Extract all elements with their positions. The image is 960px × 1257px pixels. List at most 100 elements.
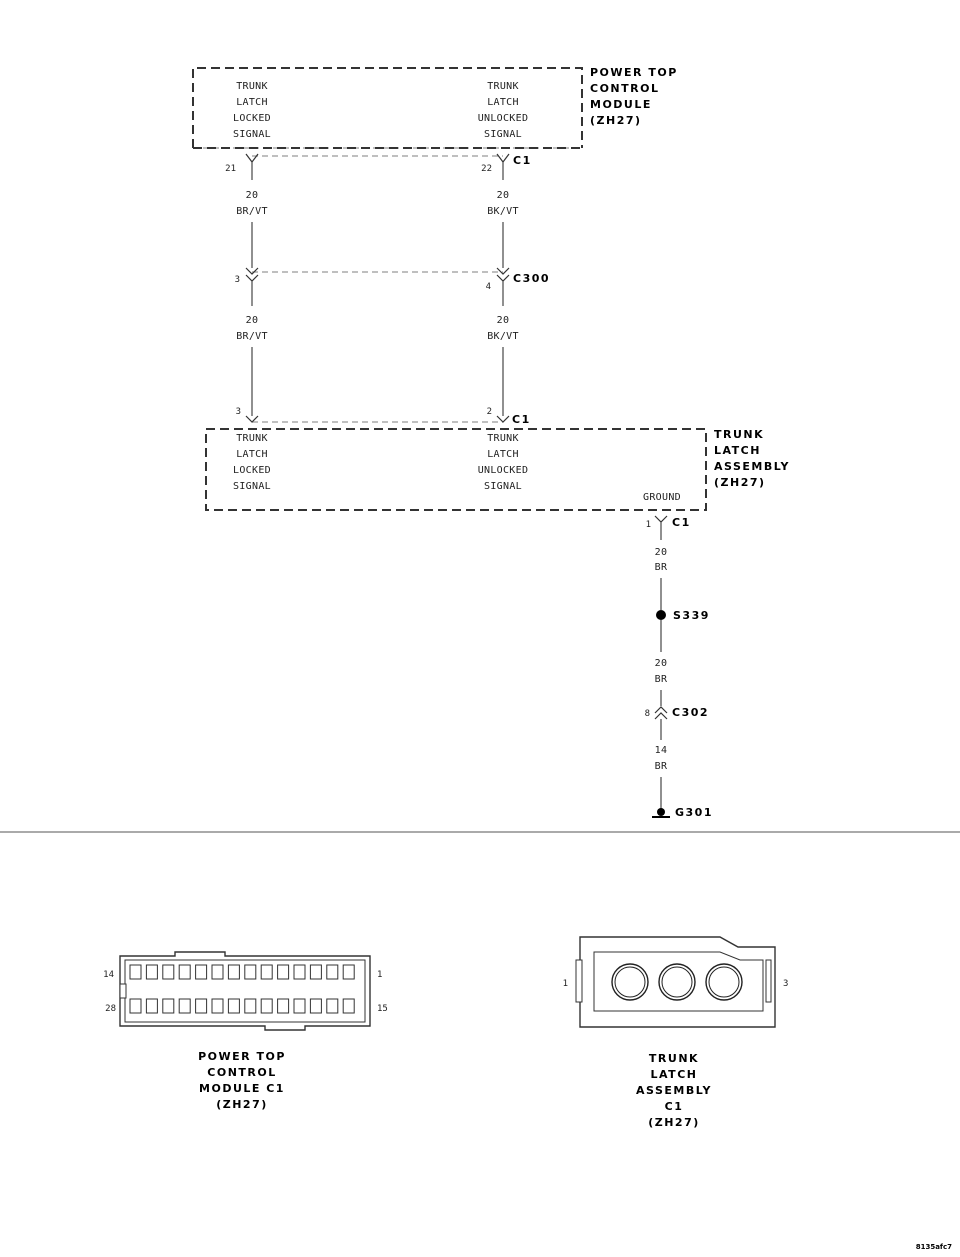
latch-c1-cavity-2 bbox=[658, 963, 696, 1001]
s339-label: S339 bbox=[673, 609, 710, 622]
ptcm-cavity bbox=[293, 998, 306, 1014]
latch-name: TRUNK LATCH ASSEMBLY (ZH27) bbox=[714, 428, 790, 489]
svg-text:CONTROL: CONTROL bbox=[207, 1066, 276, 1079]
wire-left-color-2: BR/VT bbox=[236, 331, 268, 342]
latch-ground-pin: 1 bbox=[646, 520, 651, 530]
ptcm-pin-14: 14 bbox=[103, 970, 114, 980]
svg-text:LATCH: LATCH bbox=[487, 97, 519, 108]
ptcm-cavity bbox=[342, 964, 355, 980]
svg-text:TRUNK: TRUNK bbox=[236, 81, 268, 92]
ptcm-cavity bbox=[293, 964, 306, 980]
c302-pin: 8 bbox=[645, 709, 650, 719]
ptcm-cavity bbox=[227, 998, 240, 1014]
ptcm-cavity bbox=[195, 964, 208, 980]
ptcm-cavity bbox=[260, 964, 273, 980]
svg-text:(ZH27): (ZH27) bbox=[648, 1116, 700, 1129]
svg-text:SIGNAL: SIGNAL bbox=[233, 129, 271, 140]
ptcm-cavity bbox=[129, 964, 142, 980]
wire-right-gauge-1: 20 bbox=[497, 190, 510, 201]
module-c1-pin-right-symbol bbox=[496, 153, 510, 163]
latch-c1-pin-left: 3 bbox=[236, 407, 241, 417]
wire-right-color-1: BK/VT bbox=[487, 206, 519, 217]
ptcm-cavity bbox=[342, 998, 355, 1014]
ptcm-cavity bbox=[129, 998, 142, 1014]
svg-text:MODULE: MODULE bbox=[590, 98, 652, 111]
ptcm-cavity bbox=[309, 964, 322, 980]
latch-box bbox=[205, 428, 707, 511]
svg-text:SIGNAL: SIGNAL bbox=[484, 129, 522, 140]
latch-c1-pin-left-symbol bbox=[245, 415, 259, 423]
ptcm-cavity bbox=[309, 998, 322, 1014]
ground-gauge-2: 20 bbox=[655, 658, 668, 669]
latch-ground-c1-label: C1 bbox=[672, 516, 691, 529]
svg-text:LOCKED: LOCKED bbox=[233, 113, 271, 124]
svg-text:UNLOCKED: UNLOCKED bbox=[478, 113, 529, 124]
ptcm-pin-15: 15 bbox=[377, 1004, 388, 1014]
latch-c1-connector-face bbox=[575, 936, 776, 1028]
svg-text:TRUNK: TRUNK bbox=[649, 1052, 699, 1065]
c300-pin-right: 4 bbox=[486, 282, 491, 292]
g301-ground-dot bbox=[657, 808, 665, 816]
ptcm-cavity bbox=[145, 998, 158, 1014]
c302-label: C302 bbox=[672, 706, 709, 719]
module-box-top bbox=[192, 67, 583, 148]
ptcm-cavity bbox=[244, 998, 257, 1014]
svg-text:LATCH: LATCH bbox=[714, 444, 761, 457]
module-name: POWER TOP CONTROL MODULE (ZH27) bbox=[590, 66, 678, 127]
latch-c1-cavity-3 bbox=[705, 963, 743, 1001]
latch-c1-face-pin-1: 1 bbox=[563, 979, 568, 989]
ptcm-cavity bbox=[244, 964, 257, 980]
latch-ground-c1-symbol bbox=[654, 515, 668, 523]
ptcm-cavity bbox=[260, 998, 273, 1014]
svg-text:POWER TOP: POWER TOP bbox=[198, 1050, 286, 1063]
module-c1-pin-left-symbol bbox=[245, 153, 259, 163]
c300-pin-left-symbol bbox=[245, 267, 259, 282]
svg-text:LATCH: LATCH bbox=[236, 449, 268, 460]
svg-text:TRUNK: TRUNK bbox=[236, 433, 268, 444]
c302-symbol bbox=[654, 706, 668, 720]
ptcm-cavity bbox=[277, 998, 290, 1014]
svg-text:LATCH: LATCH bbox=[487, 449, 519, 460]
ptcm-cavity bbox=[162, 964, 175, 980]
ground-color-1: BR bbox=[655, 562, 668, 573]
svg-text:ASSEMBLY: ASSEMBLY bbox=[636, 1084, 712, 1097]
svg-text:SIGNAL: SIGNAL bbox=[484, 481, 522, 492]
wire-left-gauge-1: 20 bbox=[246, 190, 259, 201]
module-right-signal: TRUNK LATCH UNLOCKED SIGNAL bbox=[478, 81, 529, 140]
ground-gauge-1: 20 bbox=[655, 547, 668, 558]
module-c1-pin-right: 22 bbox=[481, 164, 492, 174]
svg-text:LATCH: LATCH bbox=[236, 97, 268, 108]
ptcm-cavity bbox=[162, 998, 175, 1014]
ptcm-c1-connector-face bbox=[119, 951, 371, 1031]
ptcm-cavity bbox=[211, 964, 224, 980]
wire-left-gauge-2: 20 bbox=[246, 315, 259, 326]
ground-gauge-3: 14 bbox=[655, 745, 668, 756]
svg-text:(ZH27): (ZH27) bbox=[216, 1098, 268, 1111]
svg-text:(ZH27): (ZH27) bbox=[714, 476, 766, 489]
svg-text:TRUNK: TRUNK bbox=[714, 428, 764, 441]
ptcm-cavity bbox=[277, 964, 290, 980]
wire-left-color-1: BR/VT bbox=[236, 206, 268, 217]
ptcm-cavity bbox=[211, 998, 224, 1014]
c300-label: C300 bbox=[513, 272, 550, 285]
c300-pin-right-symbol bbox=[496, 267, 510, 282]
ptcm-cavity bbox=[178, 998, 191, 1014]
ptcm-c1-caption: POWER TOP CONTROL MODULE C1 (ZH27) bbox=[198, 1050, 286, 1111]
latch-c1-pin-right-symbol bbox=[496, 415, 510, 423]
latch-c1-pin-right: 2 bbox=[487, 407, 492, 417]
latch-c1-cavity-1 bbox=[611, 963, 649, 1001]
figure-code: 8135afc7 bbox=[916, 1243, 952, 1251]
g301-label: G301 bbox=[675, 806, 713, 819]
ptcm-cavity bbox=[145, 964, 158, 980]
latch-right-signal: TRUNK LATCH UNLOCKED SIGNAL bbox=[478, 433, 528, 492]
latch-c1-face-pin-3: 3 bbox=[783, 979, 788, 989]
svg-text:SIGNAL: SIGNAL bbox=[233, 481, 271, 492]
ground-color-2: BR bbox=[655, 674, 668, 685]
svg-text:ASSEMBLY: ASSEMBLY bbox=[714, 460, 790, 473]
ptcm-pin-1: 1 bbox=[377, 970, 382, 980]
module-c1-pin-left: 21 bbox=[225, 164, 236, 174]
svg-text:TRUNK: TRUNK bbox=[487, 433, 519, 444]
svg-text:POWER TOP: POWER TOP bbox=[590, 66, 678, 79]
